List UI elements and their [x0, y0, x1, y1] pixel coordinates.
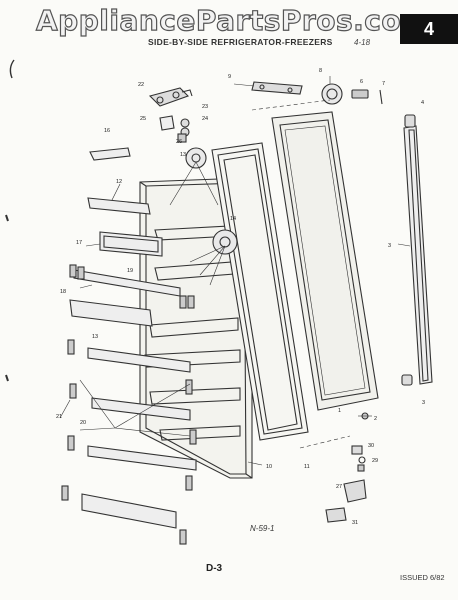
section-number-tab: 4 [400, 14, 458, 44]
callout-20: 20 [80, 420, 86, 426]
callout-16: 16 [104, 128, 110, 134]
callout-26: 26 [176, 139, 182, 145]
callout-13a: 13 [180, 152, 186, 158]
page-label: D-3 [206, 563, 223, 574]
callout-17: 17 [76, 240, 82, 246]
door-shelves [69, 197, 197, 529]
callout-3a: 3 [388, 243, 391, 249]
callout-23: 23 [202, 104, 208, 110]
callout-31: 31 [352, 520, 358, 526]
diagram-code: N-59-1 [250, 524, 275, 533]
shelf-end-caps [61, 264, 197, 545]
callout-12: 12 [116, 179, 122, 185]
page-reference: 4-18 [354, 38, 371, 47]
callout-14: 14 [230, 216, 236, 222]
page-header-title: SIDE-BY-SIDE REFRIGERATOR-FREEZERS [148, 37, 333, 47]
callout-10: 10 [266, 464, 272, 470]
callout-7: 7 [382, 81, 385, 87]
callout-18: 18 [60, 289, 66, 295]
callout-25: 25 [140, 116, 146, 122]
outer-door-panel [271, 111, 379, 411]
callout-6: 6 [360, 79, 363, 85]
callout-4: 4 [421, 100, 424, 106]
watermark: AppliancePartsPros.com [35, 3, 431, 37]
callout-22: 22 [138, 82, 144, 88]
bottom-hinge-parts [325, 412, 369, 523]
top-cap-parts [251, 81, 383, 105]
callout-30: 30 [368, 443, 374, 449]
part-16-cap [89, 147, 131, 161]
handle-trim-strip [401, 114, 433, 386]
callout-19: 19 [127, 268, 133, 274]
callout-21: 21 [56, 414, 62, 420]
callout-9: 9 [228, 74, 231, 80]
hinge-assembly [148, 87, 193, 143]
callout-8: 8 [319, 68, 322, 74]
callout-2: 2 [374, 416, 377, 422]
issued-date: ISSUED 6/82 [400, 573, 445, 582]
callout-3b: 3 [422, 400, 425, 406]
callout-27: 27 [336, 484, 342, 490]
callout-29: 29 [372, 458, 378, 464]
callout-24: 24 [202, 116, 208, 122]
callout-1: 1 [338, 408, 341, 414]
door-gasket [211, 142, 309, 441]
callout-11: 11 [304, 464, 310, 470]
callout-13b: 13 [92, 334, 98, 340]
